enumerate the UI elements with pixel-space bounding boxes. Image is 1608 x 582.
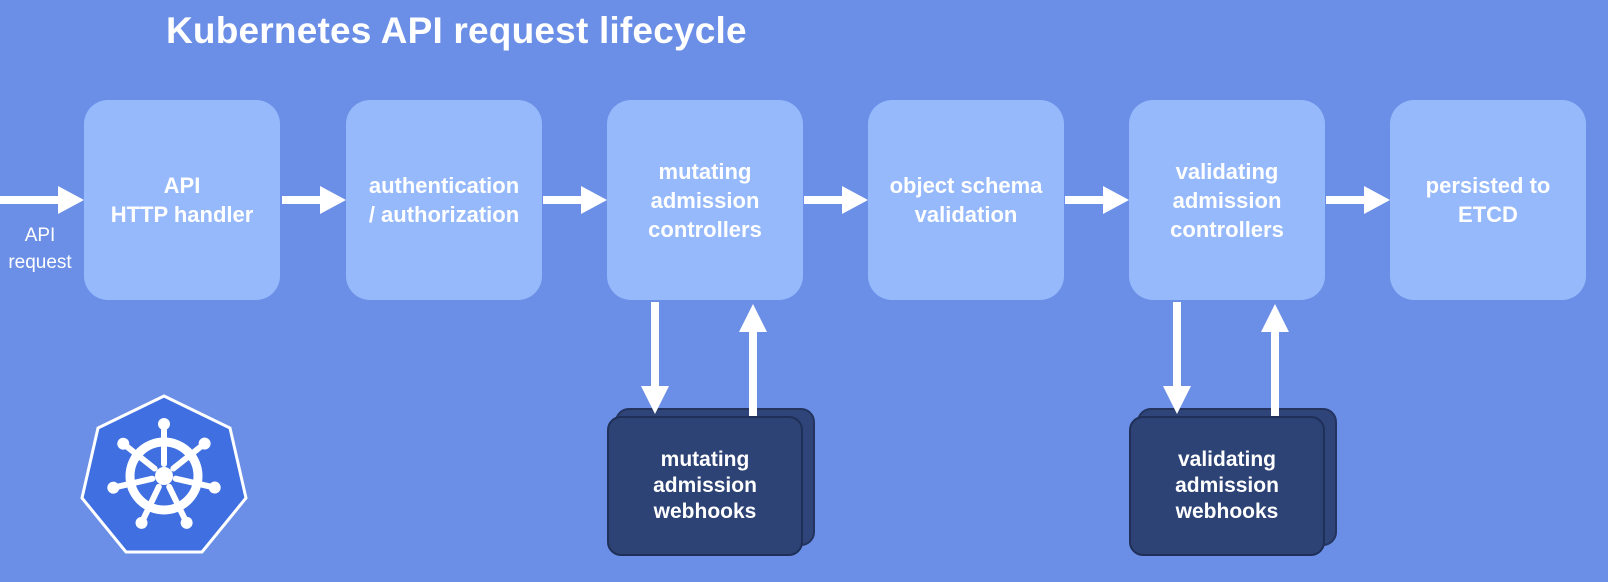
arrow-validating-to-etcd bbox=[1326, 186, 1390, 214]
stage-validating-admission-controllers: validating admission controllers bbox=[1129, 100, 1325, 300]
arrow-webhook-to-validating bbox=[1261, 304, 1289, 416]
arrow-validating-to-webhook bbox=[1163, 302, 1191, 414]
api-request-label-line1: API bbox=[24, 225, 56, 246]
stage-label-line: admission bbox=[1172, 187, 1282, 213]
stage-mutating-admission-controllers: mutating admission controllers bbox=[607, 100, 803, 300]
webhook-label-line: mutating bbox=[660, 448, 750, 471]
webhook-label-line: webhooks bbox=[653, 500, 757, 523]
webhook-label-line: admission bbox=[1175, 474, 1279, 497]
arrow-input-to-http-handler bbox=[0, 186, 84, 214]
validating-admission-webhooks: validating admission webhooks bbox=[1129, 416, 1325, 556]
stage-label-line: / authorization bbox=[368, 202, 520, 227]
stage-label-line: authentication bbox=[368, 173, 520, 198]
kubernetes-logo-icon bbox=[80, 394, 248, 554]
webhook-label-line: validating bbox=[1177, 448, 1277, 471]
stage-label-line: validation bbox=[914, 202, 1018, 227]
stage-persisted-to-etcd: persisted to ETCD bbox=[1390, 100, 1586, 300]
arrow-http-handler-to-auth bbox=[282, 186, 346, 214]
stage-label-line: controllers bbox=[1170, 216, 1284, 242]
stage-label-line: object schema bbox=[889, 173, 1043, 198]
mutating-admission-webhooks: mutating admission webhooks bbox=[607, 416, 803, 556]
arrow-mutating-to-schema bbox=[804, 186, 868, 214]
api-request-label: API request bbox=[0, 222, 80, 276]
arrow-mutating-to-webhook bbox=[641, 302, 669, 414]
stage-api-http-handler: API HTTP handler bbox=[84, 100, 280, 300]
webhook-label-line: webhooks bbox=[1175, 500, 1279, 523]
arrow-schema-to-validating bbox=[1065, 186, 1129, 214]
stage-authentication-authorization: authentication / authorization bbox=[346, 100, 542, 300]
api-request-label-line2: request bbox=[8, 252, 72, 273]
stage-label-line: controllers bbox=[648, 216, 762, 242]
webhook-label-line: admission bbox=[653, 474, 757, 497]
stage-label-line: admission bbox=[650, 187, 760, 213]
stage-label-line: mutating bbox=[658, 158, 752, 184]
diagram-title: Kubernetes API request lifecycle bbox=[166, 10, 747, 51]
stage-label-line: ETCD bbox=[1458, 202, 1518, 227]
stage-label-line: persisted to bbox=[1425, 173, 1551, 198]
stage-label-line: HTTP handler bbox=[110, 202, 254, 227]
stage-label-line: validating bbox=[1175, 158, 1279, 184]
stage-label-line: API bbox=[163, 173, 201, 198]
stage-object-schema-validation: object schema validation bbox=[868, 100, 1064, 300]
arrow-webhook-to-mutating bbox=[739, 304, 767, 416]
arrow-auth-to-mutating bbox=[543, 186, 607, 214]
